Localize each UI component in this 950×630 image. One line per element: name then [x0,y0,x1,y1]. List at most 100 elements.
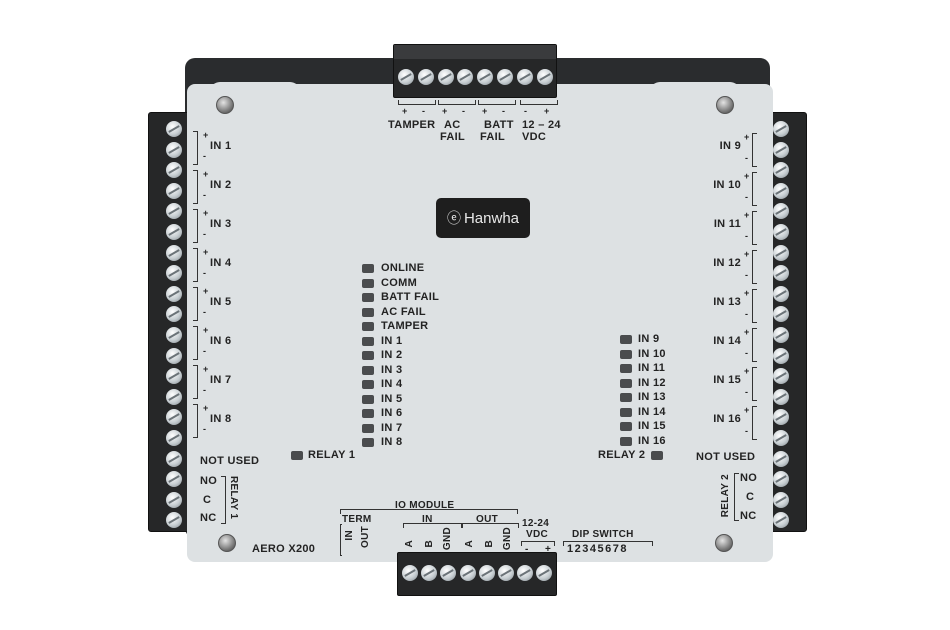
terminal-screw[interactable] [478,565,495,581]
terminal-screw[interactable] [166,265,182,282]
terminal-screw[interactable] [166,512,182,529]
terminal-screw[interactable] [166,388,182,405]
terminal-screw[interactable] [166,306,182,323]
terminal-screw[interactable] [773,409,789,426]
top-pin-sign: - [502,106,506,116]
terminal-screw[interactable] [166,141,182,158]
led-label: BATT FAIL [381,291,440,303]
terminal-screw[interactable] [459,565,476,581]
terminal-screw[interactable] [417,69,434,85]
relay2-no-label: NO [740,472,758,484]
terminal-screw[interactable] [421,565,438,581]
terminal-screw[interactable] [773,182,789,199]
io-module-label: IO MODULE [395,500,455,511]
terminal-screw[interactable] [477,69,494,85]
terminal-screw[interactable] [498,565,514,581]
terminal-screw[interactable] [497,69,513,85]
status-led [362,423,374,433]
right-terminal-block [767,112,807,532]
terminal-screw[interactable] [166,347,182,364]
terminal-screw[interactable] [773,491,789,508]
out-gnd-label: GND [502,527,513,551]
input-minus: - [203,151,207,161]
led-label: IN 3 [381,363,403,376]
out-a-label: A [464,540,475,548]
relay2-c-label: C [746,491,755,503]
terminal-screw[interactable] [773,244,789,261]
input-minus: - [203,424,207,434]
terminal-screw[interactable] [773,306,789,323]
input-minus: - [203,346,207,356]
input-minus: - [745,309,749,319]
terminal-screw[interactable] [166,285,182,302]
input-bracket [193,287,198,321]
terminal-screw[interactable] [536,565,553,581]
input-bracket [752,250,757,284]
terminal-screw[interactable] [773,285,789,302]
relay1-title: RELAY 1 [228,476,239,520]
terminal-screw[interactable] [166,182,182,199]
terminal-screw[interactable] [166,121,182,137]
input-bracket [752,406,757,440]
brand-name: Hanwha [463,209,520,227]
terminal-screw[interactable] [773,471,789,488]
terminal-screw[interactable] [166,224,182,240]
terminal-screw[interactable] [773,368,789,385]
terminal-screw[interactable] [773,347,789,364]
terminal-screw[interactable] [773,265,789,282]
dip-switch-numbers[interactable]: 12345678 [567,543,628,555]
model-label: AERO X200 [252,543,316,555]
top-group-bracket [520,100,558,105]
power-plus: + [545,544,552,555]
terminal-screw[interactable] [773,141,789,158]
terminal-screw[interactable] [166,491,182,508]
input-bracket [752,289,757,323]
terminal-screw[interactable] [517,565,534,581]
status-led [620,364,632,373]
out-label: OUT [476,514,499,525]
terminal-screw[interactable] [402,565,418,581]
hanwha-logo-icon: ⓔ [446,210,461,226]
input-label: IN 1 [210,140,232,152]
led-label: IN 16 [638,434,666,447]
top-pin-sign: + [482,106,488,116]
terminal-screw[interactable] [773,388,789,405]
top-group-label: TAMPER [388,119,436,131]
terminal-screw[interactable] [516,69,533,85]
status-led [620,436,632,446]
terminal-screw[interactable] [166,430,182,446]
terminal-screw[interactable] [166,450,182,467]
input-bracket [193,365,198,399]
status-led [620,393,632,402]
led-label: IN 12 [638,376,666,389]
terminal-screw[interactable] [166,244,182,261]
input-plus: + [203,208,209,218]
terminal-screw[interactable] [166,409,182,426]
terminal-screw[interactable] [166,471,182,488]
terminal-screw[interactable] [398,69,414,85]
terminal-screw[interactable] [773,224,789,240]
terminal-screw[interactable] [773,121,789,137]
terminal-screw[interactable] [773,162,789,179]
terminal-screw[interactable] [166,162,182,179]
terminal-screw[interactable] [773,450,789,467]
terminal-screw[interactable] [166,203,182,220]
terminal-screw[interactable] [457,69,474,85]
terminal-screw[interactable] [773,430,789,446]
status-led [362,307,374,317]
top-group-label: BATT [484,119,514,131]
terminal-screw[interactable] [166,327,182,343]
dip-switch-bracket [563,541,653,546]
terminal-screw[interactable] [773,512,789,529]
input-bracket [752,367,757,401]
terminal-screw[interactable] [773,327,789,343]
terminal-screw[interactable] [773,203,789,220]
terminal-screw[interactable] [437,69,454,85]
input-minus: - [203,229,207,239]
led-label: AC FAIL [381,305,426,318]
terminal-screw[interactable] [440,565,457,581]
input-label: IN 8 [210,413,232,425]
terminal-screw[interactable] [536,69,553,85]
terminal-screw[interactable] [166,368,182,385]
relay1-bracket [221,476,226,524]
